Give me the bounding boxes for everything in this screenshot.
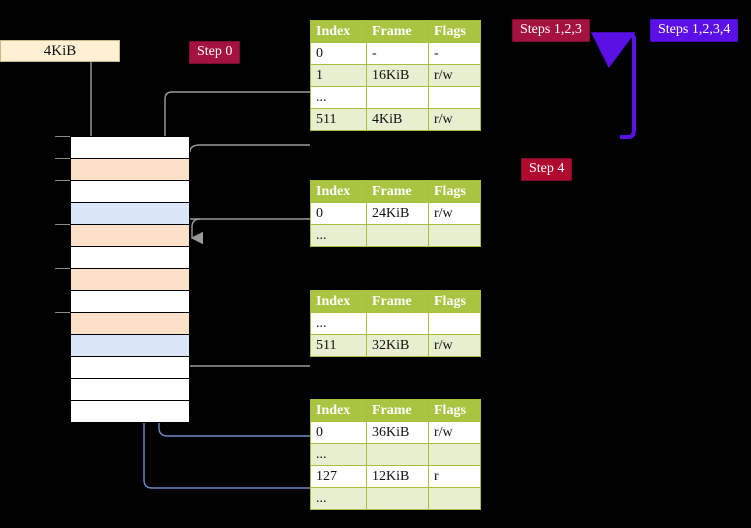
- pd-table-cell-flags: r/w: [428, 334, 481, 357]
- memory-tick-mark: [55, 158, 70, 159]
- pml4-table-cell-frame: 4KiB: [366, 108, 429, 131]
- memory-frame-row: [70, 202, 190, 225]
- pml4-table-cell-flags: -: [428, 42, 481, 65]
- pd-table-cell-flags: [428, 312, 481, 335]
- pml4-table-header-index: Index: [310, 20, 367, 43]
- badge-step-4-label: Step 4: [529, 161, 565, 176]
- pt-table-header-index: Index: [310, 399, 367, 422]
- pt-table-cell-frame: 12KiB: [366, 465, 429, 488]
- pdp-table-cell-flags: [428, 224, 481, 247]
- size-box-4kib: 4KiB: [0, 40, 120, 62]
- pt-table-header-flags: Flags: [428, 399, 481, 422]
- table-row: 0--: [310, 42, 481, 65]
- table-row: ...: [310, 487, 481, 510]
- pt-table-cell-frame: [366, 443, 429, 466]
- memory-column: [70, 136, 190, 423]
- pdp-table-header-frame: Frame: [366, 180, 429, 203]
- memory-frame-row: [70, 246, 190, 269]
- pd-table-header-frame: Frame: [366, 290, 429, 313]
- memory-tick-mark: [55, 224, 70, 225]
- pd-table-header-flags: Flags: [428, 290, 481, 313]
- badge-steps-1234: Steps 1,2,3,4: [650, 19, 739, 42]
- wire-steps-bracket: [590, 32, 636, 139]
- pml4-table-cell-frame: [366, 86, 429, 109]
- memory-frame-row: [70, 290, 190, 313]
- pml4-table-cell-frame: 16KiB: [366, 64, 429, 87]
- memory-frame-row: [70, 268, 190, 291]
- badge-steps-1234-label: Steps 1,2,3,4: [658, 22, 731, 37]
- memory-tick-mark: [55, 312, 70, 313]
- pml4-table-header-frame: Frame: [366, 20, 429, 43]
- size-box-label: 4KiB: [43, 43, 77, 59]
- pdp-table-cell-frame: [366, 224, 429, 247]
- pt-table-cell-index: 127: [310, 465, 367, 488]
- table-row: ...: [310, 312, 481, 335]
- badge-steps-123-label: Steps 1,2,3: [520, 22, 582, 37]
- memory-frame-row: [70, 158, 190, 181]
- badge-step-4: Step 4: [521, 158, 573, 181]
- pt-table-cell-frame: 36KiB: [366, 421, 429, 444]
- pd-table-cell-frame: [366, 312, 429, 335]
- memory-frame-row: [70, 180, 190, 203]
- memory-frame-row: [70, 136, 190, 159]
- pt-table-cell-index: 0: [310, 421, 367, 444]
- table-row: ...: [310, 443, 481, 466]
- pml4-table-cell-flags: r/w: [428, 108, 481, 131]
- pml4-table-cell-index: 511: [310, 108, 367, 131]
- pml4-table-cell-flags: r/w: [428, 64, 481, 87]
- pt-table-cell-index: ...: [310, 487, 367, 510]
- pdp-table-cell-index: 0: [310, 202, 367, 225]
- pt-table-cell-flags: [428, 443, 481, 466]
- memory-tick-mark: [55, 180, 70, 181]
- table-row: ...: [310, 86, 481, 109]
- badge-step-0-label: Step 0: [197, 44, 233, 59]
- memory-frame-row: [70, 224, 190, 247]
- pt-table-cell-frame: [366, 487, 429, 510]
- pml4-table-cell-flags: [428, 86, 481, 109]
- pd-table-cell-index: ...: [310, 312, 367, 335]
- pml4-table-cell-index: ...: [310, 86, 367, 109]
- wire-pdp-row0-a: [190, 218, 310, 245]
- memory-tick-mark: [55, 136, 70, 137]
- pdp-table-header-flags: Flags: [428, 180, 481, 203]
- badge-step-0: Step 0: [189, 41, 241, 64]
- pml4-table-cell-index: 1: [310, 64, 367, 87]
- pd-table-cell-frame: 32KiB: [366, 334, 429, 357]
- pt-table-cell-index: ...: [310, 443, 367, 466]
- pml4-table-header-flags: Flags: [428, 20, 481, 43]
- memory-frame-row: [70, 356, 190, 379]
- memory-frame-row: [70, 378, 190, 401]
- pt-table-cell-flags: r/w: [428, 421, 481, 444]
- memory-frame-row: [70, 312, 190, 335]
- memory-frame-row: [70, 334, 190, 357]
- table-row: ...: [310, 224, 481, 247]
- pt-table-cell-flags: [428, 487, 481, 510]
- wire-pd-row511: [159, 311, 310, 367]
- pdp-table-cell-flags: r/w: [428, 202, 481, 225]
- pdp-table-cell-frame: 24KiB: [366, 202, 429, 225]
- pd-table-header-index: Index: [310, 290, 367, 313]
- wire-pml4-row511-lead: [189, 144, 310, 153]
- pt-table-header-frame: Frame: [366, 399, 429, 422]
- pml4-table-cell-frame: -: [366, 42, 429, 65]
- pml4-table-cell-index: 0: [310, 42, 367, 65]
- pdp-table-header-index: Index: [310, 180, 367, 203]
- pd-table-cell-index: 511: [310, 334, 367, 357]
- pt-table-cell-flags: r: [428, 465, 481, 488]
- badge-steps-123: Steps 1,2,3: [512, 19, 590, 42]
- memory-frame-row: [70, 400, 190, 423]
- memory-tick-mark: [55, 268, 70, 269]
- pdp-table-cell-index: ...: [310, 224, 367, 247]
